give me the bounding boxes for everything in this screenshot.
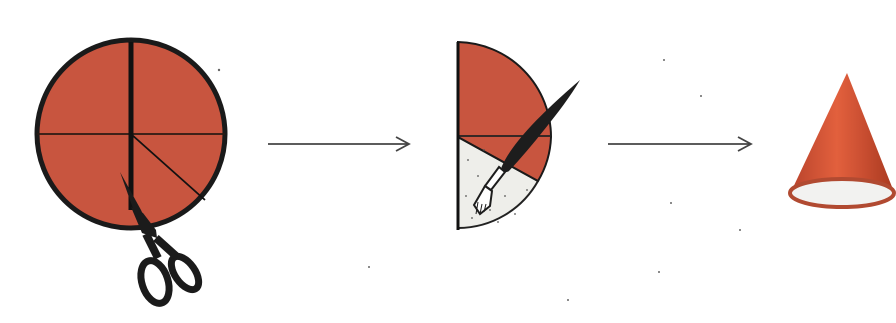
- cone-opening: [790, 179, 894, 207]
- step-finished-cone: [790, 73, 894, 207]
- step-cut-circle: [37, 40, 225, 307]
- arrow-2: [608, 137, 751, 151]
- step-roll-semicircle: [458, 42, 580, 230]
- arrow-1: [268, 137, 409, 151]
